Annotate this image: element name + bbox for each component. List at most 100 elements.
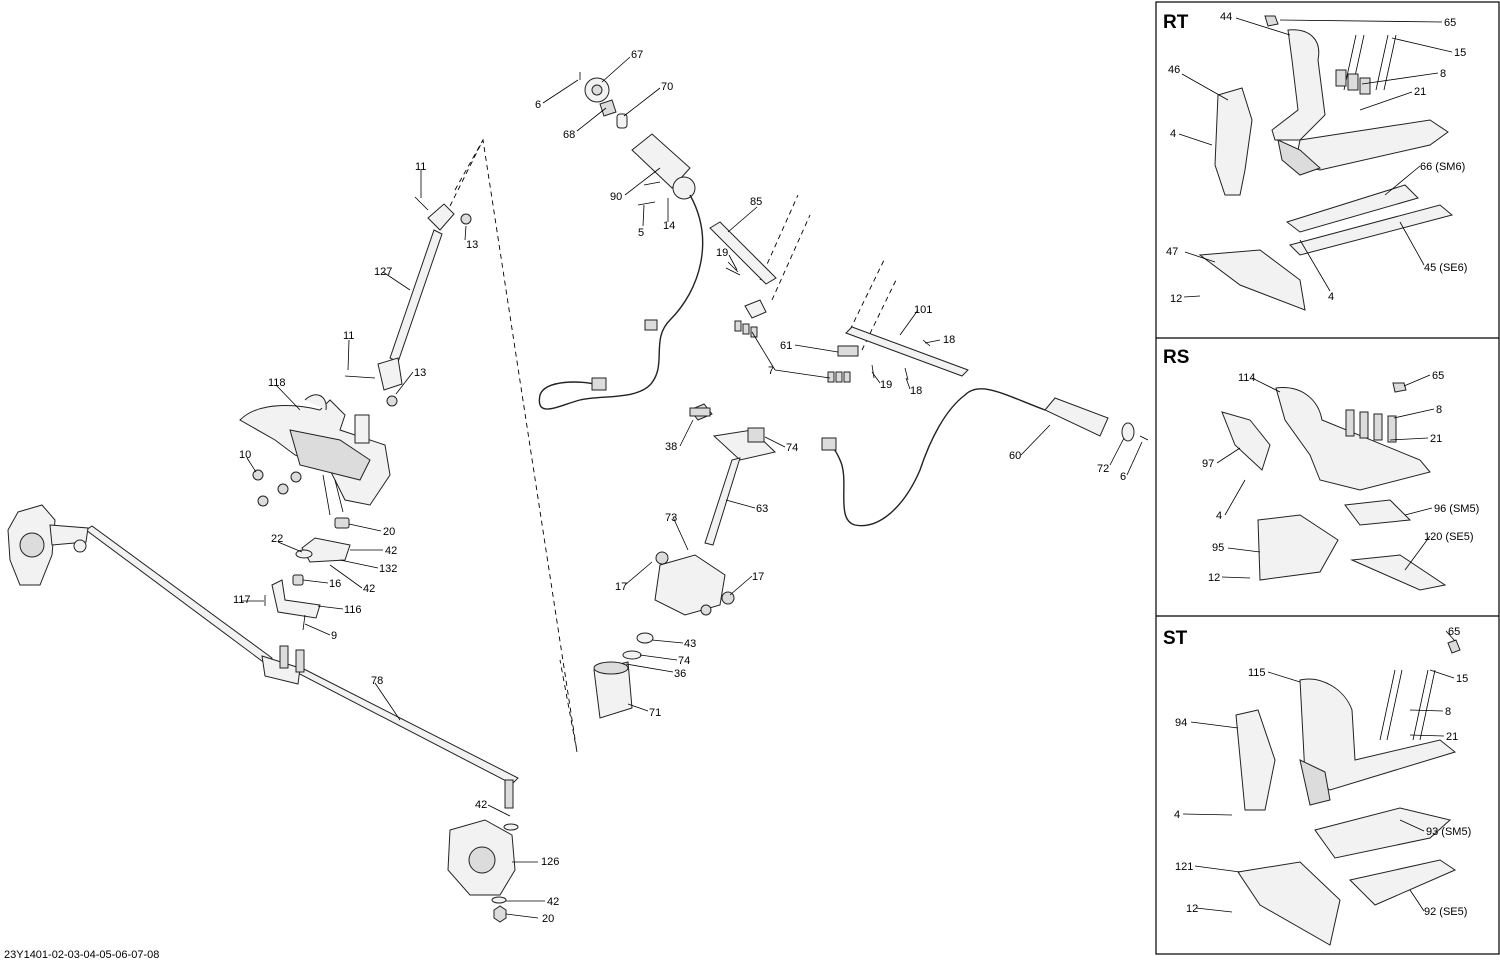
throttle-grip-left[interactable] xyxy=(579,72,696,200)
spindle-126[interactable] xyxy=(447,779,519,923)
callout: 85 xyxy=(750,196,762,208)
callout: 38 xyxy=(665,441,677,453)
callout: 21 xyxy=(1430,433,1442,445)
callout: 74 xyxy=(678,655,690,667)
steering-stem-63[interactable] xyxy=(689,403,777,546)
callout: 127 xyxy=(374,266,392,278)
spindle-left[interactable] xyxy=(7,504,89,586)
panel-title-st: ST xyxy=(1163,628,1188,649)
callout: 12 xyxy=(1170,293,1182,305)
callout: 4 xyxy=(1170,128,1176,140)
callout: 121 xyxy=(1175,861,1193,873)
connector-right xyxy=(821,437,837,451)
grip-heater-101[interactable] xyxy=(837,326,969,377)
callout: 15 xyxy=(1456,673,1468,685)
projection-lines xyxy=(449,138,898,753)
callout: 74 xyxy=(786,442,798,454)
callout: 71 xyxy=(649,707,661,719)
callout: 17 xyxy=(752,571,764,583)
callout: 20 xyxy=(383,526,395,538)
callout: 36 xyxy=(674,668,686,680)
callout: 18 xyxy=(910,385,922,397)
callout: 9 xyxy=(331,630,337,642)
callout: 42 xyxy=(475,799,487,811)
left-grip-cable xyxy=(538,194,704,410)
callout: 22 xyxy=(271,533,283,545)
callout: 13 xyxy=(414,367,426,379)
callout: 15 xyxy=(1454,47,1466,59)
callout: 8 xyxy=(1436,404,1442,416)
callout: 90 xyxy=(610,191,622,203)
callout: 7 xyxy=(768,365,774,377)
callout: 120 (SE5) xyxy=(1424,531,1474,543)
callout: 43 xyxy=(684,638,696,650)
callout: 6 xyxy=(1120,471,1126,483)
right-grip-cable xyxy=(825,388,1046,527)
callout: 5 xyxy=(638,227,644,239)
callout: 12 xyxy=(1208,572,1220,584)
callout: 19 xyxy=(880,379,892,391)
steering-shaft-127[interactable] xyxy=(344,196,472,407)
callout: 17 xyxy=(615,581,627,593)
callout: 21 xyxy=(1446,731,1458,743)
panel-frames xyxy=(1155,1,1500,955)
throttle-grip-right-60[interactable] xyxy=(1044,397,1135,442)
callout: 11 xyxy=(415,161,426,173)
callout: 65 xyxy=(1448,626,1460,638)
st-panel-parts[interactable] xyxy=(1235,639,1461,946)
callout: 61 xyxy=(780,340,792,352)
callout: 67 xyxy=(631,49,643,61)
callout: 68 xyxy=(563,129,575,141)
callout: 46 xyxy=(1168,64,1180,76)
callout: 16 xyxy=(329,578,341,590)
callout: 8 xyxy=(1445,706,1451,718)
callout: 18 xyxy=(943,334,955,346)
callout: 20 xyxy=(542,913,554,925)
connector-left xyxy=(644,319,658,331)
callout: 12 xyxy=(1186,903,1198,915)
main-callout-labels: 6 67 68 70 90 5 14 85 19 61 7 101 18 19 … xyxy=(233,49,1126,925)
callout: 10 xyxy=(239,449,251,461)
callout: 65 xyxy=(1432,370,1444,382)
callout: 19 xyxy=(716,247,728,259)
callout: 78 xyxy=(371,675,383,687)
rs-panel-labels: RS 114 65 8 21 97 4 96 (SM5) 95 120 (SE5… xyxy=(1163,347,1479,584)
callout: 42 xyxy=(547,896,559,908)
panel-title-rt: RT xyxy=(1163,12,1189,33)
callout: 6 xyxy=(535,99,541,111)
stem-bushings[interactable] xyxy=(593,632,654,719)
callout: 96 (SM5) xyxy=(1434,503,1479,515)
callout: 93 (SM5) xyxy=(1426,826,1471,838)
leader-lines xyxy=(241,17,1456,919)
callout: 94 xyxy=(1175,717,1187,729)
callout: 4 xyxy=(1174,809,1180,821)
handlebar-85[interactable] xyxy=(709,221,777,319)
rt-panel-labels: RT 44 65 15 46 8 21 4 66 (SM6) 47 45 (SE… xyxy=(1163,11,1467,305)
callout: 45 (SE6) xyxy=(1424,262,1467,274)
callout: 73 xyxy=(665,512,677,524)
stem-bracket-73[interactable] xyxy=(654,551,735,616)
callout: 14 xyxy=(663,220,675,232)
callout: 70 xyxy=(661,81,673,93)
callout: 42 xyxy=(363,583,375,595)
panel-title-rs: RS xyxy=(1163,347,1189,368)
fasteners-group xyxy=(637,181,1149,441)
tie-rod-78[interactable] xyxy=(85,525,519,785)
callout: 13 xyxy=(466,239,478,251)
callout: 117 xyxy=(233,594,251,606)
callout: 42 xyxy=(385,545,397,557)
callout: 63 xyxy=(756,503,768,515)
power-steering-unit-118[interactable] xyxy=(239,394,391,516)
st-panel-labels: ST 65 115 15 94 8 21 4 93 (SM5) 121 12 9… xyxy=(1163,626,1471,918)
pitman-arm-assembly[interactable] xyxy=(264,517,351,631)
callout: 21 xyxy=(1414,86,1426,98)
rt-panel-parts[interactable] xyxy=(1198,15,1454,311)
callout: 4 xyxy=(1328,291,1334,303)
callout: 72 xyxy=(1097,463,1109,475)
callout: 95 xyxy=(1212,542,1224,554)
callout: 97 xyxy=(1202,458,1214,470)
rs-panel-parts[interactable] xyxy=(1221,382,1447,591)
callout: 118 xyxy=(268,377,286,389)
